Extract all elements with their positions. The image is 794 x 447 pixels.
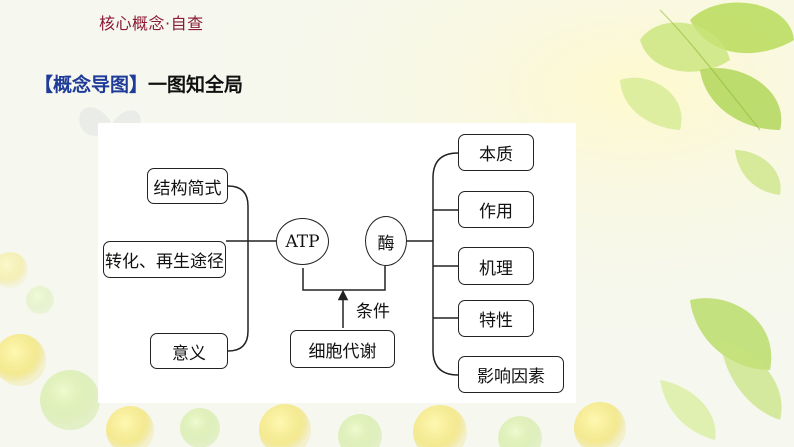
node-significance: 意义	[150, 333, 228, 369]
concept-map-diagram: 结构简式 转化、再生途径 意义 ATP 酶 细胞代谢 条件 本质 作用 机理 特…	[98, 123, 576, 403]
node-enzyme: 酶	[365, 216, 407, 266]
node-function: 作用	[458, 191, 534, 228]
leaf-cluster-top-right	[620, 2, 794, 195]
node-conversion-regeneration: 转化、再生途径	[103, 241, 226, 278]
concept-map-subtitle: 一图知全局	[148, 74, 244, 96]
atp-enzyme-link	[302, 266, 386, 291]
node-cell-metabolism: 细胞代谢	[290, 330, 395, 368]
node-mechanism: 机理	[458, 247, 534, 285]
label-condition: 条件	[356, 302, 390, 322]
node-atp: ATP	[276, 218, 329, 265]
concept-map-heading: 【概念导图】一图知全局	[34, 70, 243, 97]
connector-lines	[226, 152, 459, 376]
left-bracket-line	[227, 185, 249, 352]
node-nature: 本质	[458, 134, 534, 171]
right-bracket-line	[432, 152, 459, 376]
node-influencing-factors: 影响因素	[458, 356, 564, 393]
node-characteristics: 特性	[458, 300, 534, 337]
leaf-cluster-bottom-right	[660, 298, 782, 440]
node-structural-formula: 结构简式	[147, 168, 228, 204]
section-title: 核心概念·自查	[99, 14, 204, 33]
concept-map-label: 【概念导图】	[34, 74, 149, 96]
